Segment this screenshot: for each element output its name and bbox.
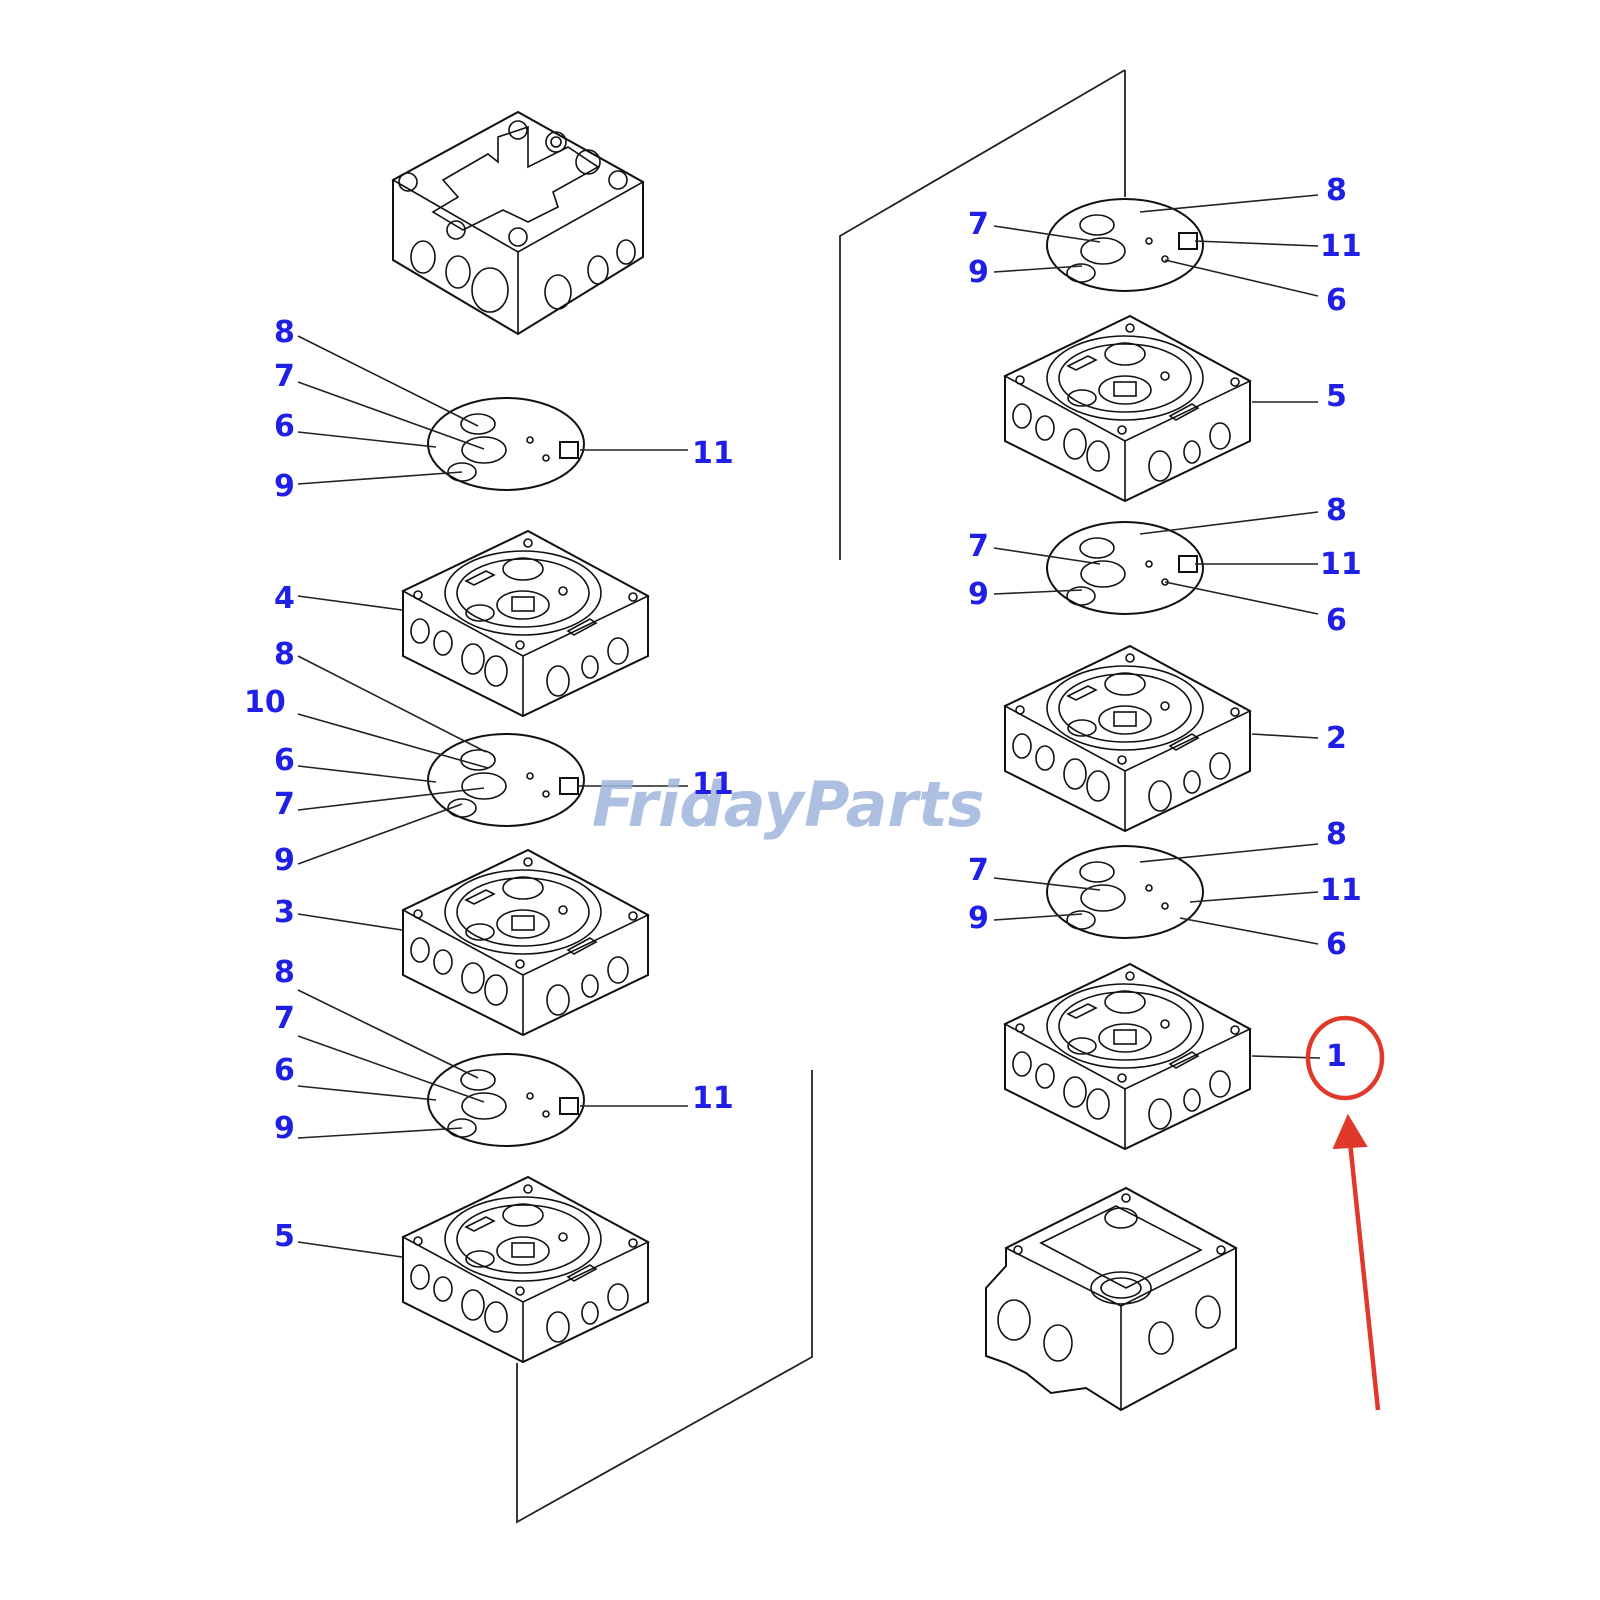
gasket-plate-e	[1046, 521, 1204, 615]
valve-block-5-right	[1004, 315, 1251, 502]
frame-lines	[516, 69, 1126, 1524]
watermark-logo: FridayParts	[592, 768, 985, 841]
callout-8: 8	[274, 955, 295, 990]
leaders-plate-c	[297, 989, 688, 1139]
callout-9: 9	[968, 255, 989, 290]
callout-5: 5	[1326, 379, 1347, 414]
callout-9: 9	[968, 577, 989, 612]
callout-7: 7	[274, 359, 295, 394]
valve-block-4	[402, 530, 649, 717]
callout-8: 8	[274, 637, 295, 672]
callout-3: 3	[274, 895, 295, 930]
callout-8: 8	[1326, 493, 1347, 528]
callout-8: 8	[274, 315, 295, 350]
leaders-plate-f	[993, 843, 1319, 945]
valve-block-2	[1004, 645, 1251, 832]
top-cover-block	[391, 110, 645, 336]
gasket-plate-b	[427, 733, 585, 827]
valve-block-5-left	[402, 1176, 649, 1363]
callout-6: 6	[1326, 603, 1347, 638]
callout-9: 9	[274, 1111, 295, 1146]
callout-10: 10	[244, 685, 286, 720]
callout-6: 6	[274, 743, 295, 778]
gasket-plate-c	[427, 1053, 585, 1147]
callout-8: 8	[1326, 817, 1347, 852]
callout-7: 7	[274, 1001, 295, 1036]
callout-11: 11	[1320, 229, 1362, 264]
callout-5: 5	[274, 1219, 295, 1254]
leaders-plate-e	[993, 511, 1319, 615]
callout-8: 8	[1326, 173, 1347, 208]
callout-11: 11	[692, 1081, 734, 1116]
callout-6: 6	[274, 409, 295, 444]
leaders-plate-a	[297, 335, 688, 485]
inlet-body	[985, 1186, 1238, 1412]
callout-9: 9	[274, 469, 295, 504]
highlight-circle	[1305, 1015, 1385, 1101]
callout-7: 7	[968, 207, 989, 242]
callout-7: 7	[274, 787, 295, 822]
callout-6: 6	[1326, 283, 1347, 318]
callout-9: 9	[274, 843, 295, 878]
highlight-annotation	[1305, 1015, 1385, 1411]
callout-1: 1	[1326, 1039, 1347, 1074]
valve-block-3	[402, 849, 649, 1036]
leaders-plate-d	[993, 194, 1319, 297]
callout-11: 11	[1320, 547, 1362, 582]
arrow-head-icon	[1332, 1113, 1368, 1150]
callout-6: 6	[274, 1053, 295, 1088]
callout-numbers: 8 7 6 9 11 4 8 10 6 7 9 11 3 8 7 6 9 11 …	[244, 173, 1362, 1254]
highlight-arrow	[1347, 1141, 1381, 1411]
callout-4: 4	[274, 581, 295, 616]
callout-2: 2	[1326, 721, 1347, 756]
callout-9: 9	[968, 901, 989, 936]
valve-block-1	[1004, 963, 1251, 1150]
gasket-plate-a	[427, 397, 585, 491]
leaders-plate-b	[297, 655, 688, 865]
callout-11: 11	[692, 767, 734, 802]
gasket-plate-f	[1046, 845, 1204, 939]
callout-7: 7	[968, 853, 989, 888]
callout-7: 7	[968, 529, 989, 564]
callout-11: 11	[1320, 873, 1362, 908]
gasket-plate-d	[1046, 198, 1204, 292]
callout-6: 6	[1326, 927, 1347, 962]
callout-11: 11	[692, 436, 734, 471]
